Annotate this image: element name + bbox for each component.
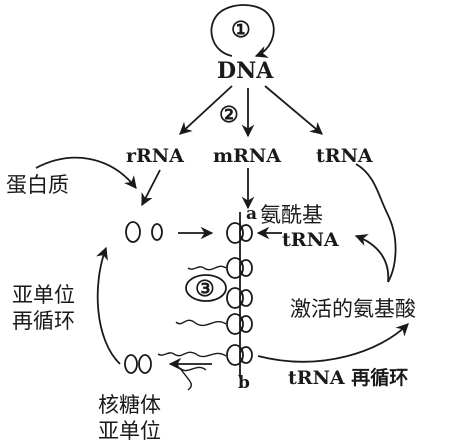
rrna-label: rRNA	[126, 145, 184, 167]
peptide-chain-2	[175, 319, 227, 327]
peptide-chain-1	[187, 265, 227, 271]
ribosome-large-subunit	[125, 221, 141, 243]
released-small-subunit	[138, 354, 152, 374]
ribosome-subunit-label-1: 核糖体	[98, 393, 161, 417]
ribosome-3	[226, 287, 244, 309]
ribosome-2	[226, 257, 244, 279]
subunit-recycle-label-2: 再循环	[12, 309, 75, 333]
ribosome-small-subunit	[151, 223, 163, 241]
trna-recycle-arrow	[257, 323, 409, 363]
released-large-subunit	[124, 354, 138, 374]
ribosome-4-small	[239, 315, 253, 333]
activated-aa-label: 激活的氨基酸	[290, 297, 416, 321]
dna-to-trna-arrow	[264, 85, 323, 135]
replication-loop-arrow	[210, 4, 275, 58]
polysome	[226, 222, 253, 366]
dna-label: DNA	[217, 58, 274, 84]
aminoacyl-label: 氨酰基	[260, 203, 323, 227]
peptide-chain-3	[157, 351, 227, 358]
marker-1: ①	[231, 17, 251, 43]
marker-2: ②	[219, 102, 239, 128]
aminoacyl-trna-label: tRNA	[282, 229, 339, 251]
ribosome-subunit-label-2: 亚单位	[98, 419, 161, 443]
ribosome-5-small	[239, 346, 253, 364]
trna-label: tRNA	[316, 145, 373, 167]
ribosome-1	[226, 222, 244, 244]
end-a-label: a	[246, 204, 257, 224]
subunit-recycle-label-1: 亚单位	[12, 283, 75, 307]
rrna-to-ribosome-arrow	[141, 169, 161, 207]
marker-3: ③	[195, 276, 215, 302]
mrna-label: mRNA	[213, 145, 281, 167]
end-b-label: b	[238, 373, 250, 393]
subunit-recycle-arrow	[96, 246, 121, 365]
ribosome-5	[226, 344, 244, 366]
ribosome-4	[226, 313, 244, 335]
ribosome-3-small	[239, 289, 253, 307]
trna-recycle-label: tRNA 再循环	[288, 366, 408, 389]
trna-to-activation-arrow	[355, 163, 397, 283]
marker-3-outline	[185, 274, 227, 302]
dna-to-rrna-arrow	[179, 85, 233, 135]
protein-to-ribosome-arrow	[35, 156, 137, 189]
ribosome-1-small	[239, 224, 253, 242]
released-peptide	[179, 366, 207, 391]
activation-to-aminoacyl-arrow	[354, 234, 390, 283]
ribosome-2-small	[239, 259, 253, 277]
protein-label: 蛋白质	[6, 173, 69, 197]
